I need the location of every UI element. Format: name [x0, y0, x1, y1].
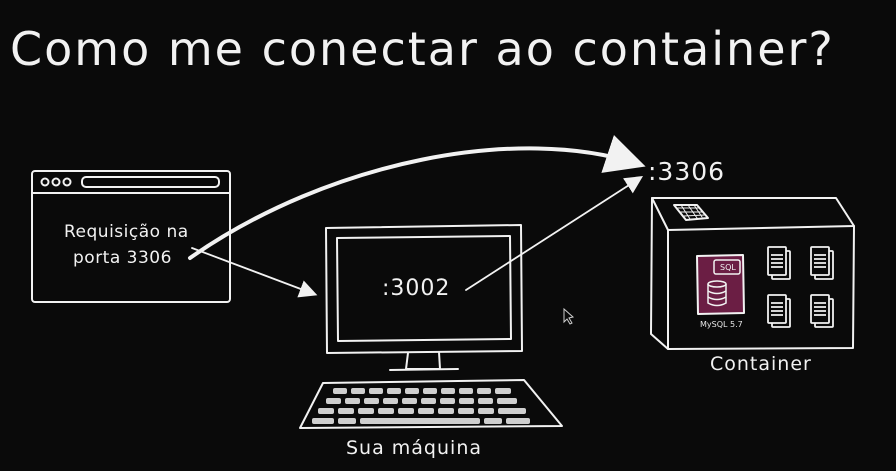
sql-badge: SQL	[720, 263, 736, 272]
cursor-icon	[563, 307, 575, 325]
window-dot-icon	[40, 177, 50, 187]
mysql-version-label: MySQL 5.7	[700, 320, 743, 329]
monitor	[325, 224, 523, 371]
host-port-label: :3002	[382, 276, 451, 301]
request-label-line1: Requisição na	[64, 222, 189, 242]
document-icon	[767, 294, 791, 328]
document-icon	[810, 294, 834, 328]
document-icon	[767, 246, 791, 280]
container-box	[650, 197, 855, 350]
mysql-db-icon	[696, 254, 745, 315]
window-dot-icon	[51, 177, 61, 187]
arrow-request-to-container	[188, 134, 646, 260]
arrow-request-to-machine	[191, 247, 318, 298]
document-icon	[810, 246, 834, 280]
browser-window	[31, 170, 231, 303]
keyboard	[299, 379, 563, 429]
page-title: Como me conectar ao container?	[10, 22, 835, 76]
request-label-line2: porta 3306	[73, 248, 172, 268]
window-dot-icon	[62, 177, 72, 187]
container-port-label: :3306	[648, 157, 726, 186]
solar-panel-icon	[673, 204, 709, 221]
address-bar	[81, 176, 220, 188]
arrow-host-port-to-container-port	[465, 176, 644, 291]
machine-label: Sua máquina	[346, 437, 483, 459]
container-label: Container	[710, 353, 812, 375]
